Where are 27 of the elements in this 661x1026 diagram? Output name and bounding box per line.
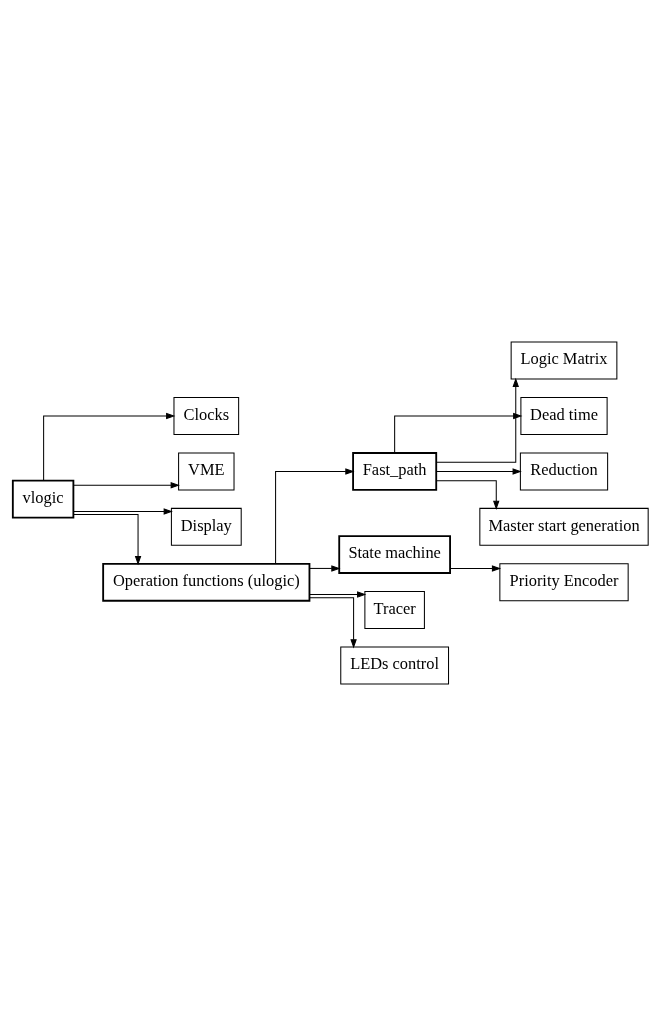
- node-box: Fast_path: [352, 452, 438, 491]
- arrow: [449, 565, 502, 572]
- arrow: [435, 480, 500, 510]
- node-box: Master start generation: [479, 507, 649, 546]
- node-box: State machine: [338, 535, 451, 574]
- node-box: VME: [178, 452, 235, 491]
- node-box: Priority Encoder: [499, 563, 629, 602]
- arrow: [309, 597, 357, 649]
- node-box: Tracer: [364, 591, 425, 629]
- node-box: LEDs control: [340, 646, 450, 685]
- arrow: [394, 412, 523, 454]
- node-box: Reduction: [519, 452, 609, 491]
- arrow: [436, 468, 522, 475]
- node-box: Logic Matrix: [510, 341, 618, 380]
- arrow: [43, 412, 176, 481]
- arrow: [72, 514, 142, 566]
- node-box: vlogic: [11, 479, 75, 519]
- node-box: Dead time: [520, 397, 608, 435]
- arrow: [435, 377, 519, 463]
- node-box: Clocks: [173, 397, 240, 435]
- arrow: [275, 468, 355, 564]
- arrow: [72, 508, 173, 515]
- node-box: Display: [170, 507, 242, 546]
- node-box: Operation functions (ulogic): [102, 562, 311, 602]
- arrow: [309, 565, 341, 572]
- arrow: [72, 482, 180, 489]
- arrow: [309, 591, 367, 598]
